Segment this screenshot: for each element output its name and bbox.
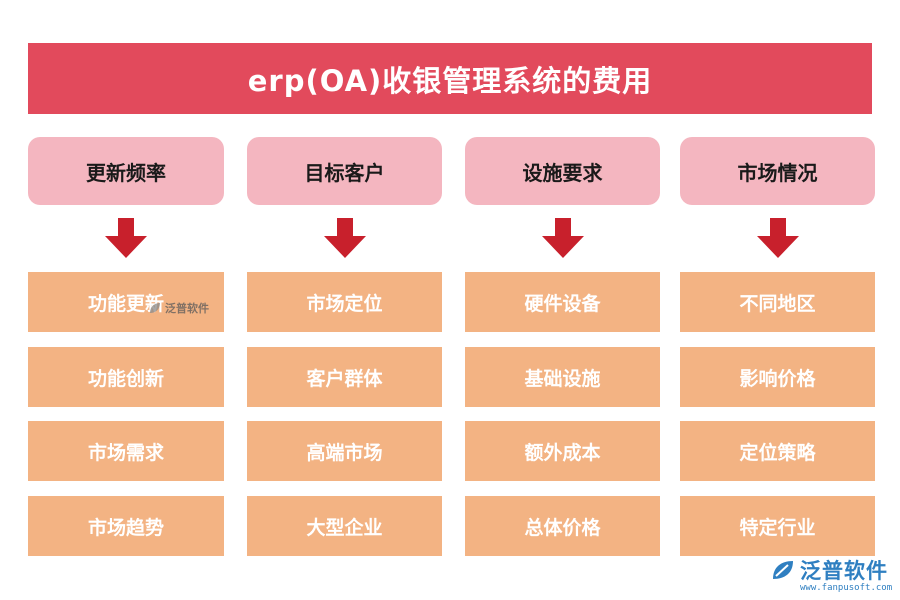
item-label: 总体价格 [524, 516, 601, 539]
page-title: erp(OA)收银管理系统的费用 [247, 63, 653, 98]
list-item: 功能创新 [28, 347, 224, 407]
list-item: 特定行业 [680, 496, 875, 556]
arrow-down-icon [105, 218, 147, 258]
item-label: 定位策略 [739, 441, 816, 464]
watermark: 泛普软件 [148, 300, 209, 316]
arrow-down-icon [323, 218, 366, 258]
column-header: 市场情况 [680, 137, 875, 205]
logo-url: www.fanpusoft.com [800, 583, 893, 593]
item-label: 市场趋势 [87, 516, 164, 539]
list-item: 客户群体 [247, 347, 442, 407]
item-label: 额外成本 [524, 441, 601, 464]
item-label: 大型企业 [306, 516, 383, 539]
column-header-label: 目标客户 [304, 160, 385, 185]
column-update-frequency: 更新频率 功能更新 功能创新 市场需求 市场趋势 [28, 0, 224, 600]
column-header: 目标客户 [247, 137, 442, 205]
list-item: 影响价格 [680, 347, 875, 407]
column-header: 设施要求 [465, 137, 660, 205]
list-item: 定位策略 [680, 421, 875, 481]
list-item: 高端市场 [247, 421, 442, 481]
column-header-label: 设施要求 [522, 160, 603, 185]
item-label: 不同地区 [739, 292, 816, 315]
leaf-icon [773, 561, 793, 579]
list-item: 基础设施 [465, 347, 660, 407]
column-target-customers: 目标客户 市场定位 客户群体 高端市场 大型企业 [247, 0, 442, 600]
list-item: 大型企业 [247, 496, 442, 556]
logo-text: 泛普软件 [800, 559, 888, 583]
item-label: 功能创新 [87, 367, 164, 390]
item-label: 硬件设备 [524, 292, 601, 315]
list-item: 市场定位 [247, 272, 442, 332]
item-label: 影响价格 [739, 367, 816, 390]
item-label: 高端市场 [306, 441, 383, 464]
item-label: 特定行业 [739, 516, 816, 539]
list-item: 总体价格 [465, 496, 660, 556]
column-header-label: 更新频率 [86, 160, 166, 185]
list-item: 额外成本 [465, 421, 660, 481]
item-label: 客户群体 [306, 367, 383, 390]
item-label: 市场需求 [87, 441, 164, 464]
column-header-label: 市场情况 [737, 160, 818, 185]
item-label: 基础设施 [524, 367, 601, 390]
list-item: 市场需求 [28, 421, 224, 481]
list-item: 不同地区 [680, 272, 875, 332]
column-header: 更新频率 [28, 137, 224, 205]
item-label: 功能更新 [87, 292, 164, 315]
list-item: 硬件设备 [465, 272, 660, 332]
column-market-situation: 市场情况 不同地区 影响价格 定位策略 特定行业 [680, 0, 875, 600]
item-label: 市场定位 [306, 292, 383, 315]
arrow-down-icon [756, 218, 799, 258]
watermark-text: 泛普软件 [165, 302, 209, 315]
leaf-icon [150, 303, 160, 313]
column-facility-requirements: 设施要求 硬件设备 基础设施 额外成本 总体价格 [465, 0, 660, 600]
list-item: 市场趋势 [28, 496, 224, 556]
title-banner: erp(OA)收银管理系统的费用 [28, 43, 872, 114]
list-item: 功能更新 [28, 272, 224, 332]
arrow-down-icon [541, 218, 584, 258]
brand-logo: 泛普软件 [770, 555, 888, 585]
